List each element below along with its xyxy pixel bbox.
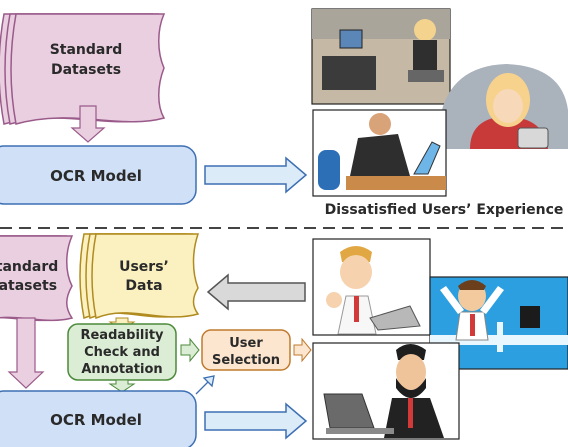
top-datasets-label-2: Datasets [51,62,121,78]
bottom-standard-datasets-stack: Standard Datasets [0,235,74,322]
check-to-model-arrow [108,379,136,393]
top-ocr-model-box: OCR Model [0,145,197,205]
selection-label-1: User [229,336,263,351]
top-datasets-label-1: Standard [50,42,123,58]
office-scene-icon [311,8,451,105]
bottom-down-arrow [7,317,45,389]
selection-to-users-arrow [293,337,312,363]
users-data-label-2: Data [125,278,162,294]
users-data-stack: Users’ Data [79,233,200,320]
top-standard-datasets-stack: Standard Datasets [0,13,166,125]
check-label-1: Readability [80,328,164,343]
model-to-selection-arrow [195,375,215,395]
bottom-ocr-model-label: OCR Model [50,411,142,429]
top-down-arrow [70,105,106,143]
check-label-2: Check and [84,345,160,360]
thumbs-up-man-icon [312,238,431,336]
angry-woman-on-phone-icon [440,64,568,149]
bottom-datasets-label-1: Standard [0,259,58,275]
bottom-right-arrow [204,402,308,440]
feedback-left-arrow [206,273,306,311]
selection-label-2: Selection [212,353,280,368]
top-right-arrow [204,156,308,194]
frustrated-man-at-laptop-icon [312,109,447,197]
check-to-selection-arrow [180,337,200,363]
check-label-3: Annotation [81,362,162,377]
user-selection-box: User Selection [201,329,291,371]
smiling-bearded-man-icon [312,342,460,440]
bottom-datasets-label-2: Datasets [0,278,57,294]
users-data-label-1: Users’ [119,259,169,275]
top-caption: Dissatisfied Users’ Experience [325,202,564,218]
bottom-ocr-model-box: OCR Model [0,390,197,447]
readability-check-box: Readability Check and Annotation [67,323,177,381]
top-ocr-model-label: OCR Model [50,167,142,185]
